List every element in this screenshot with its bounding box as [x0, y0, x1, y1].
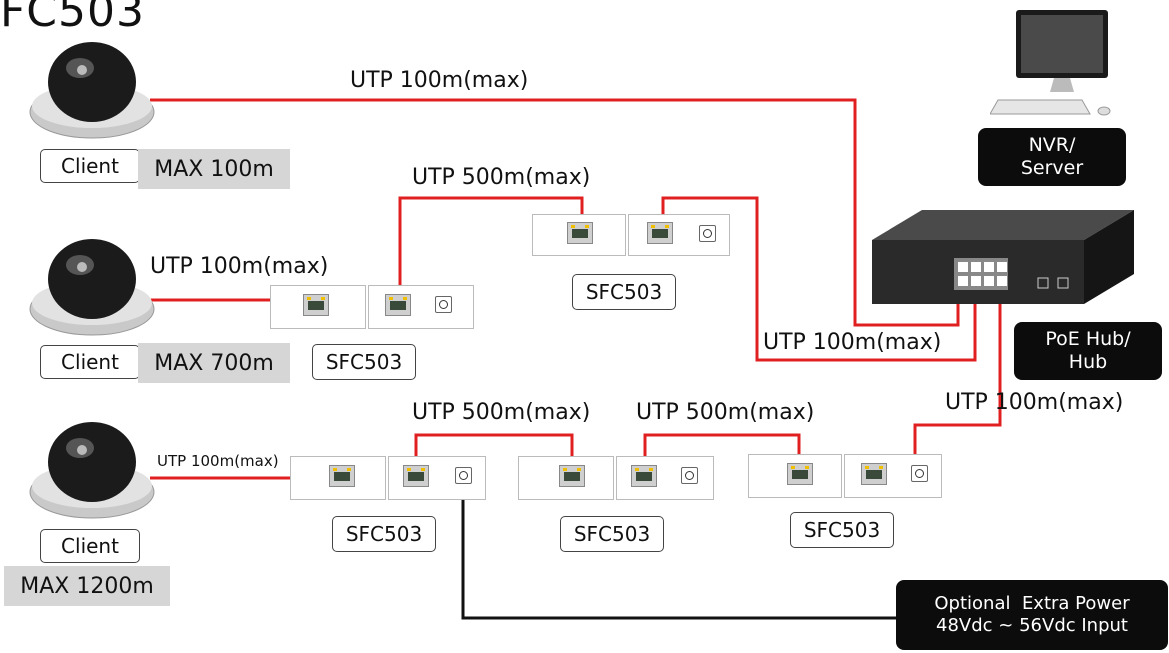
sfc503-unit: [844, 454, 942, 498]
dc-jack-icon: [681, 467, 698, 484]
poe-hub-label: PoE Hub/ Hub: [1014, 322, 1162, 380]
sfc503-pair: [748, 454, 942, 498]
client-label: Client: [40, 529, 140, 563]
sfc503-unit: [368, 285, 474, 329]
cable-camera1-to-hub: [150, 98, 960, 327]
sfc503-label: SFC503: [312, 344, 416, 380]
nvr-server-label: NVR/ Server: [978, 128, 1126, 186]
max-distance-label: MAX 100m: [138, 149, 290, 189]
dc-jack-icon: [435, 296, 452, 313]
max-distance-label: MAX 700m: [138, 343, 290, 383]
cable-bot-to-hub: [913, 280, 1002, 470]
utp-label: UTP 100m(max): [945, 390, 1124, 415]
sfc503-label: SFC503: [790, 512, 894, 548]
page-title: FC503: [0, 0, 146, 37]
cable-mid-to-hub: [661, 196, 977, 362]
computer-icon: [990, 10, 1111, 116]
rj45-port-icon: [403, 465, 429, 487]
utp-label: UTP 100m(max): [157, 452, 279, 470]
rj45-port-icon: [385, 294, 411, 316]
hub-label-line1: PoE Hub/: [1045, 328, 1131, 351]
rj45-port-icon: [631, 465, 657, 487]
dome-camera-icon: [29, 422, 155, 519]
sfc503-label: SFC503: [332, 516, 436, 552]
hub-label-line2: Hub: [1068, 351, 1108, 373]
dome-camera-icon: [29, 42, 155, 139]
sfc503-unit: [616, 456, 714, 500]
switch-icon: [872, 210, 1134, 304]
rj45-port-icon: [787, 463, 813, 485]
rj45-port-icon: [329, 465, 355, 487]
sfc503-pair: [290, 456, 486, 500]
sfc503-unit: [290, 456, 386, 500]
sfc503-unit: [388, 456, 486, 500]
sfc503-unit: [532, 214, 626, 256]
extra-power-label: Optional Extra Power 48Vdc ~ 56Vdc Input: [896, 580, 1168, 650]
sfc503-unit: [270, 285, 366, 329]
utp-label: UTP 100m(max): [763, 330, 942, 355]
dc-jack-icon: [455, 467, 472, 484]
utp-label: UTP 500m(max): [412, 165, 591, 190]
client-label: Client: [40, 149, 140, 183]
utp-label: UTP 100m(max): [150, 254, 329, 279]
cable-bot-500a: [414, 433, 574, 470]
rj45-port-icon: [861, 463, 887, 485]
sfc503-label: SFC503: [572, 274, 676, 310]
rj45-port-icon: [303, 294, 329, 316]
utp-label: UTP 500m(max): [636, 400, 815, 425]
utp-label: UTP 100m(max): [350, 68, 529, 93]
utp-label: UTP 500m(max): [412, 400, 591, 425]
dome-camera-icon: [29, 239, 155, 336]
sfc503-pair: [270, 285, 474, 329]
sfc503-unit: [628, 214, 730, 256]
sfc503-unit: [518, 456, 614, 500]
cable-bot-500b: [643, 433, 801, 470]
rj45-port-icon: [559, 465, 585, 487]
rj45-port-icon: [567, 222, 593, 244]
sfc503-pair: [518, 456, 714, 500]
sfc503-label: SFC503: [560, 516, 664, 552]
nvr-label-line1: NVR/: [1028, 134, 1076, 157]
power-label-line2: 48Vdc ~ 56Vdc Input: [936, 615, 1128, 636]
nvr-label-line2: Server: [1020, 157, 1084, 179]
max-distance-label: MAX 1200m: [4, 566, 170, 606]
power-label-line1: Optional Extra Power: [934, 593, 1130, 615]
sfc503-pair: [532, 214, 730, 256]
dc-jack-icon: [911, 465, 928, 482]
sfc503-unit: [748, 454, 842, 498]
rj45-port-icon: [647, 222, 673, 244]
power-cable: [461, 474, 905, 620]
client-label: Client: [40, 345, 140, 379]
dc-jack-icon: [699, 225, 716, 242]
